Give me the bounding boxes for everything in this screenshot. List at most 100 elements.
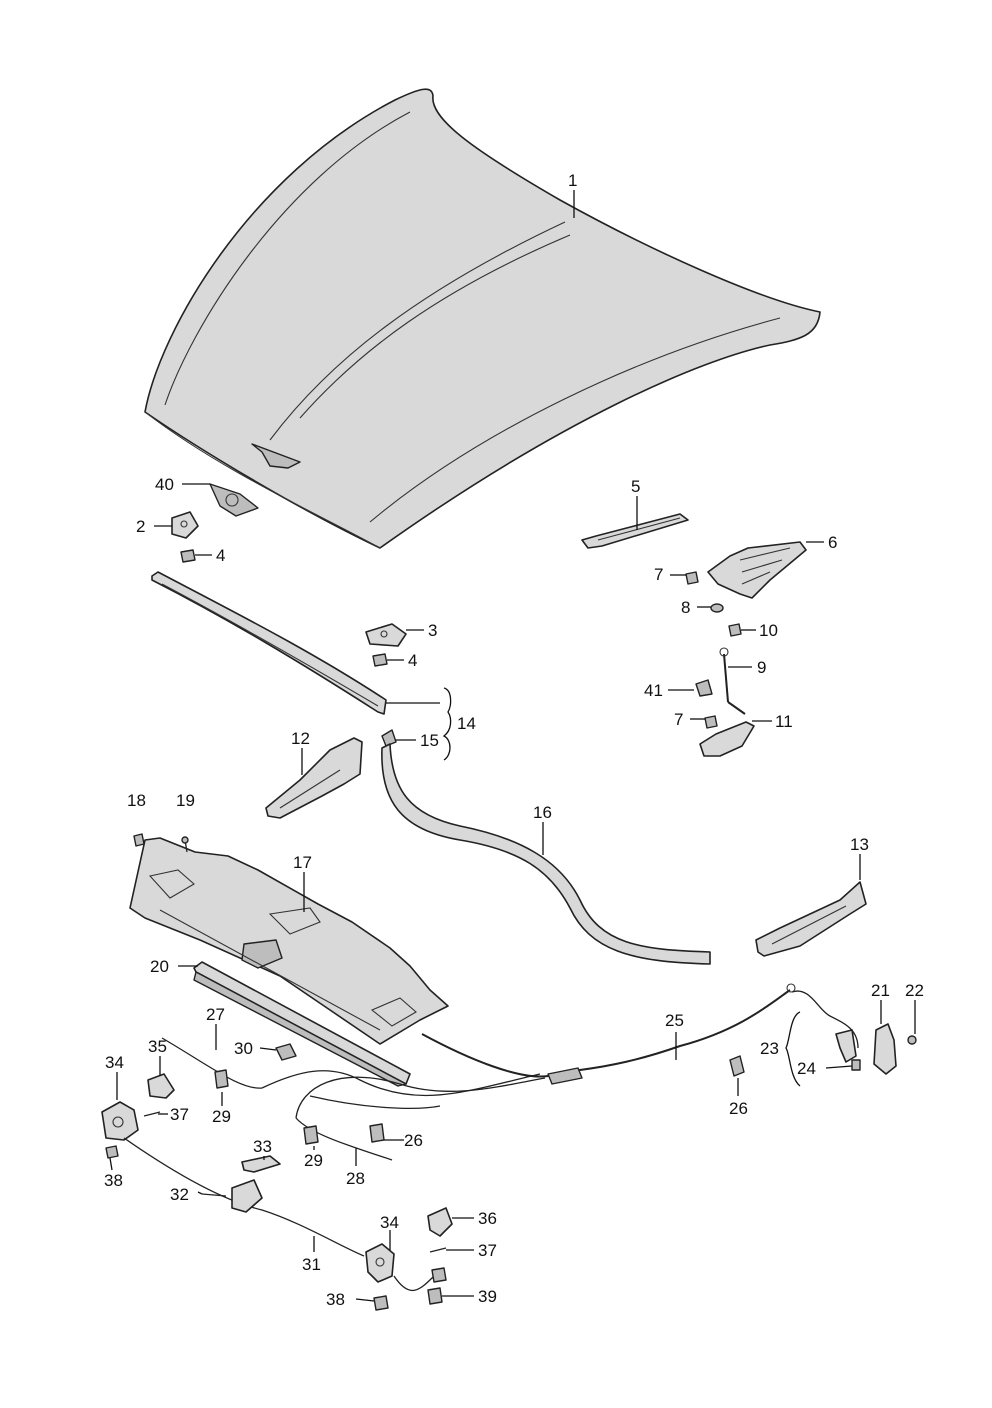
label-15: 15 <box>420 731 439 750</box>
label-12: 12 <box>291 729 310 748</box>
label-37-right: 37 <box>478 1241 497 1260</box>
cable-clip-26-center <box>369 1123 385 1143</box>
release-handle-33 <box>241 1155 281 1173</box>
label-28: 28 <box>346 1169 365 1188</box>
label-40: 40 <box>155 475 174 494</box>
label-1: 1 <box>568 171 577 190</box>
label-5: 5 <box>631 477 640 496</box>
hood-seal-16 <box>381 743 711 965</box>
label-25: 25 <box>665 1011 684 1030</box>
label-41: 41 <box>644 681 663 700</box>
label-16: 16 <box>533 803 552 822</box>
bolt-7-upper <box>685 571 699 585</box>
cable-28 <box>295 1076 546 1161</box>
clip-38-left <box>105 1145 119 1159</box>
label-3: 3 <box>428 621 437 640</box>
label-11: 11 <box>775 712 793 731</box>
foam-strip-20 <box>193 961 411 1087</box>
label-29-lower: 29 <box>304 1151 323 1170</box>
label-35: 35 <box>148 1037 167 1056</box>
label-19: 19 <box>176 791 195 810</box>
label-6: 6 <box>828 533 837 552</box>
label-24: 24 <box>797 1059 816 1078</box>
lock-bracket-21 <box>873 1023 897 1075</box>
release-cable-23 <box>791 990 859 1063</box>
label-26-right: 26 <box>729 1099 748 1118</box>
label-22: 22 <box>905 981 924 1000</box>
side-bracket-12 <box>265 737 363 819</box>
label-38-left: 38 <box>104 1171 123 1190</box>
plenum-panel-17 <box>129 837 449 1045</box>
connector-39 <box>427 1267 447 1305</box>
hinge-6 <box>707 541 807 599</box>
screw-22 <box>907 1035 917 1045</box>
label-26-center: 26 <box>404 1131 423 1150</box>
lock-34-left <box>101 1101 139 1141</box>
clip-38-right <box>373 1295 389 1311</box>
bolt-7-lower <box>704 715 718 729</box>
release-lever-bracket-32 <box>201 1179 263 1213</box>
label-14: 14 <box>457 714 476 733</box>
striker-36 <box>427 1207 453 1237</box>
seal-strip-14 <box>151 571 387 715</box>
gas-strut-5 <box>581 513 689 549</box>
label-37-left: 37 <box>170 1105 189 1124</box>
screw-37-left <box>143 1111 161 1117</box>
label-38-right: 38 <box>326 1290 345 1309</box>
nut-4-lower <box>372 653 388 667</box>
label-4-lower: 4 <box>408 651 417 670</box>
hood-panel <box>144 88 821 549</box>
pin-18 <box>133 833 145 847</box>
screw-19 <box>181 836 189 853</box>
side-bracket-13 <box>755 881 867 957</box>
label-23: 23 <box>760 1039 779 1058</box>
label-36: 36 <box>478 1209 497 1228</box>
label-39: 39 <box>478 1287 497 1306</box>
bracket-3 <box>365 623 407 647</box>
label-9: 9 <box>757 658 766 677</box>
label-33: 33 <box>253 1137 272 1156</box>
crest-badge-40 <box>209 483 259 517</box>
label-21: 21 <box>871 981 890 1000</box>
label-29-upper: 29 <box>212 1107 231 1126</box>
label-4-upper: 4 <box>216 546 225 565</box>
label-17: 17 <box>293 853 312 872</box>
label-7-upper: 7 <box>654 565 663 584</box>
nut-4-upper <box>180 549 196 563</box>
label-2: 2 <box>136 517 145 536</box>
cable-31 <box>123 1137 365 1257</box>
bracket-2 <box>171 511 199 539</box>
label-13: 13 <box>850 835 869 854</box>
leader-lines <box>109 190 916 1302</box>
label-30: 30 <box>234 1039 253 1058</box>
screw-37-right <box>429 1247 447 1253</box>
clip-24 <box>851 1059 861 1071</box>
hinge-arm-11 <box>699 721 755 757</box>
label-31: 31 <box>302 1255 321 1274</box>
nut-10 <box>728 623 742 637</box>
clip-41 <box>695 679 713 697</box>
label-8: 8 <box>681 598 690 617</box>
label-27: 27 <box>206 1005 225 1024</box>
clip-15 <box>381 729 397 747</box>
label-34-right: 34 <box>380 1213 399 1232</box>
label-32: 32 <box>170 1185 189 1204</box>
label-20: 20 <box>150 957 169 976</box>
grommet-30 <box>275 1043 297 1061</box>
label-18: 18 <box>127 791 146 810</box>
label-7-lower: 7 <box>674 710 683 729</box>
label-34-left: 34 <box>105 1053 124 1072</box>
callout-labels: 1 40 2 4 3 4 5 6 7 8 10 9 41 7 11 14 15 … <box>104 171 924 1309</box>
lock-34-right <box>365 1243 395 1283</box>
release-cable-25 <box>309 983 796 1109</box>
stop-buffer-29-upper <box>214 1069 229 1089</box>
stop-buffer-29-lower <box>303 1125 319 1145</box>
wire-loop <box>393 1275 435 1291</box>
striker-35 <box>147 1073 175 1099</box>
washer-8 <box>710 603 724 613</box>
cable-clip-26-right <box>729 1055 745 1077</box>
label-10: 10 <box>759 621 778 640</box>
hinge-rod-9 <box>719 647 746 715</box>
